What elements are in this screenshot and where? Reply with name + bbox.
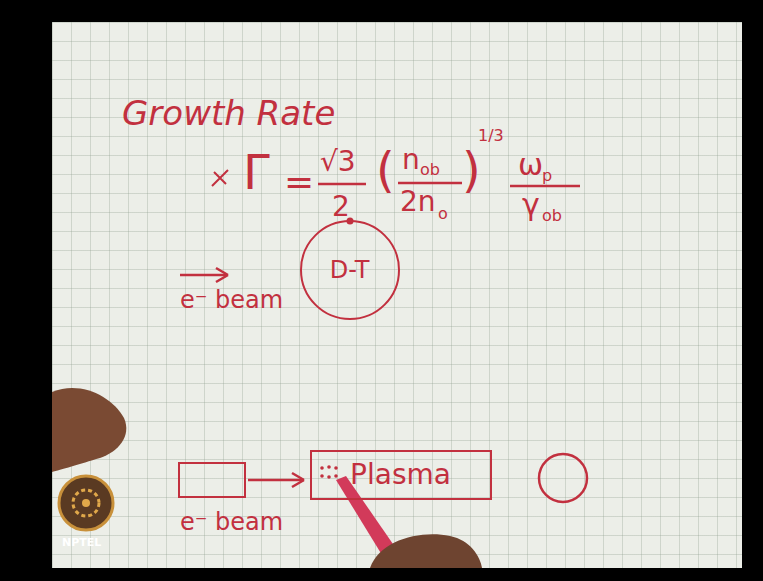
plasma-box: Plasma (310, 450, 492, 500)
beam-label: e⁻ beam (180, 288, 283, 312)
formula-symbol: 2n (400, 188, 436, 216)
beam-arrow (180, 274, 226, 277)
beam-box: e⁻ beam (178, 462, 246, 498)
node-text: Plasma (350, 461, 451, 489)
formula-symbol: n (402, 146, 420, 174)
formula-subscript: o (438, 206, 448, 222)
arrow-head (292, 473, 304, 487)
node-text: e⁻ beam (180, 510, 283, 534)
formula-subscript: ob (542, 208, 562, 224)
formula-symbol: = (284, 164, 314, 200)
beam-arrow (248, 473, 304, 487)
formula-number: √3 (320, 148, 356, 176)
formula-exponent: 1/3 (478, 128, 504, 144)
target-circle (539, 454, 587, 502)
formula-bracket: ( (376, 146, 395, 194)
formula-bracket: ) (462, 146, 481, 194)
fraction-bar (318, 183, 366, 186)
slide-title: Growth Rate (122, 96, 335, 130)
formula-subscript: ob (420, 162, 440, 178)
hand-shape (370, 534, 482, 568)
connector-line (248, 479, 304, 482)
scribble-mark (212, 170, 228, 186)
beam-dots (320, 465, 338, 479)
formula-number: 2 (332, 193, 350, 221)
formula-subscript: p (542, 168, 552, 184)
formula-symbol: γ (522, 190, 540, 220)
fraction-bar (398, 182, 462, 185)
target-circle: D-T (300, 220, 400, 320)
node-text: D-T (330, 258, 370, 282)
arrow-head (216, 268, 228, 282)
formula-symbol: Γ (243, 148, 270, 196)
logo-text: NPTEL (62, 537, 101, 548)
fraction-bar (510, 185, 580, 188)
logo-circle (59, 476, 113, 530)
hand-shape (52, 388, 126, 472)
formula-symbol: ω (518, 150, 543, 180)
logo-wheel (73, 490, 99, 516)
logo-hub (82, 499, 90, 507)
